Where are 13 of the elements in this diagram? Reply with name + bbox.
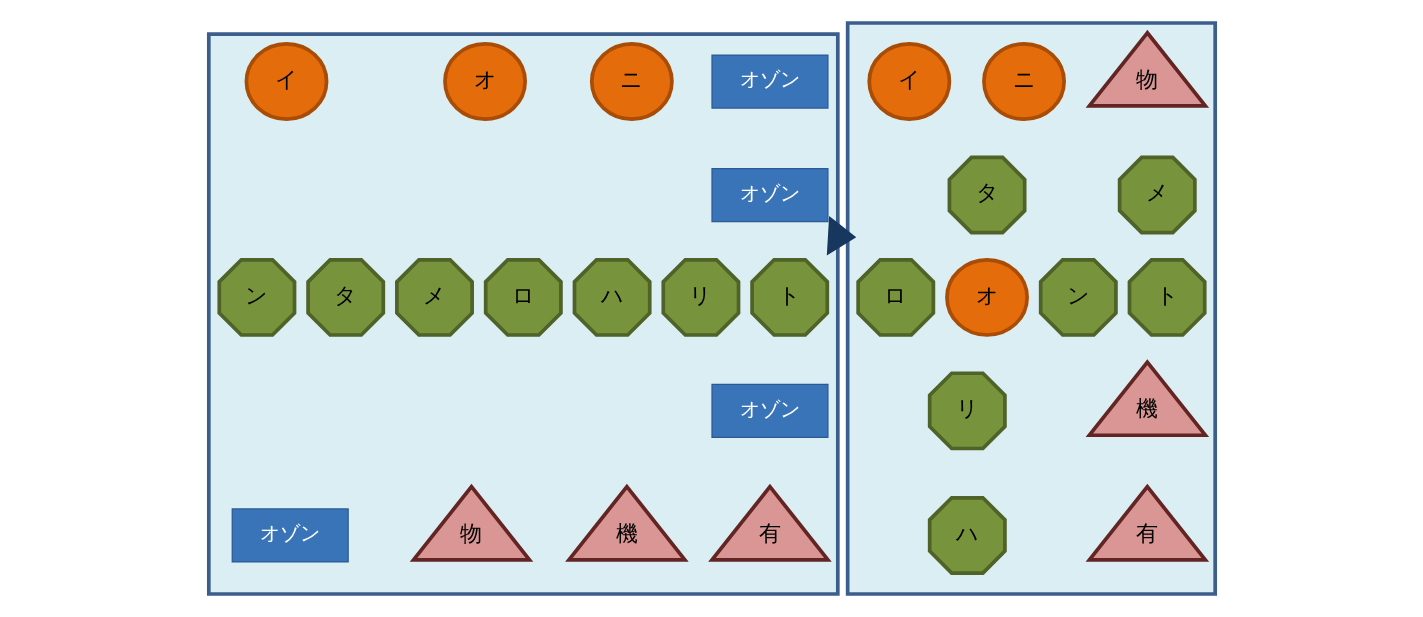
arrow — [826, 215, 856, 256]
node-circle: ニ — [981, 42, 1066, 122]
node-box: オゾン — [710, 383, 829, 438]
node-circle: オ — [944, 257, 1029, 337]
node-circle: ニ — [589, 42, 674, 122]
node-box: オゾン — [710, 54, 829, 109]
cluster — [206, 32, 840, 596]
node-circle: イ — [866, 42, 951, 122]
node-box: オゾン — [710, 167, 829, 223]
node-box: オゾン — [231, 508, 349, 563]
cluster — [845, 21, 1217, 596]
node-circle: イ — [244, 42, 328, 122]
node-circle: オ — [442, 42, 527, 122]
